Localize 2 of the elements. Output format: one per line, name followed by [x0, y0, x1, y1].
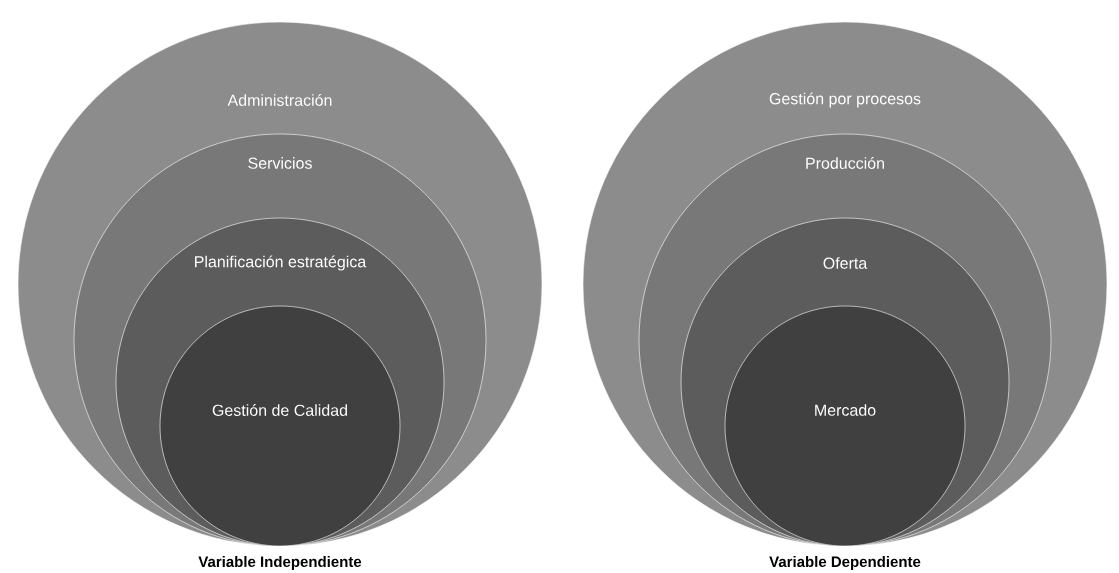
node-label: Variable Dependiente — [769, 556, 921, 570]
node-label: Variable Independiente — [198, 556, 362, 570]
